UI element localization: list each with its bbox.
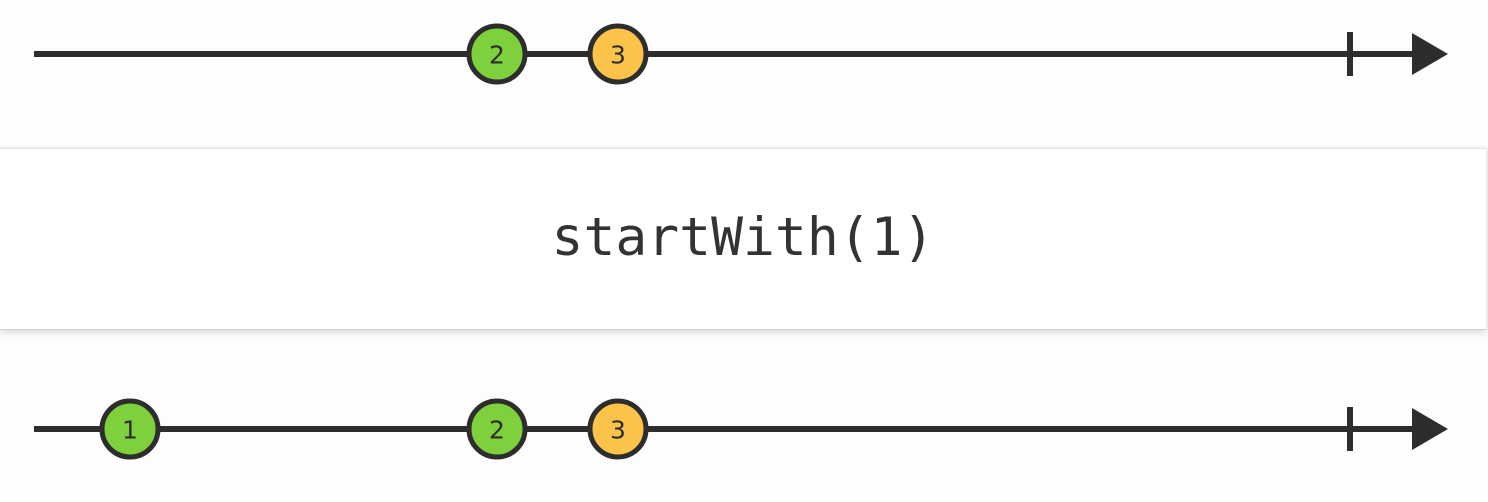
input-arrowhead-icon bbox=[1412, 33, 1448, 75]
marble-value: 2 bbox=[489, 416, 505, 445]
marble-value: 3 bbox=[610, 416, 626, 445]
marble-value: 1 bbox=[122, 416, 138, 445]
marble-circle bbox=[466, 398, 528, 460]
marble-circle bbox=[587, 398, 649, 460]
marble-value: 3 bbox=[610, 41, 626, 70]
marble[interactable]: 3 bbox=[587, 23, 649, 85]
marble[interactable]: 1 bbox=[99, 398, 161, 460]
input-timeline: 2 3 bbox=[0, 0, 1488, 108]
output-timeline-canvas: 1 2 3 bbox=[34, 398, 1448, 460]
input-timeline-canvas: 2 3 bbox=[34, 23, 1448, 85]
output-marbles-group: 1 2 3 bbox=[99, 398, 649, 460]
output-arrowhead-icon bbox=[1412, 408, 1448, 450]
input-axis-group bbox=[34, 32, 1448, 76]
marble-circle bbox=[466, 23, 528, 85]
operator-label: startWith(1) bbox=[551, 206, 935, 268]
marble[interactable]: 2 bbox=[466, 398, 528, 460]
marble[interactable]: 3 bbox=[587, 398, 649, 460]
output-timeline: 1 2 3 bbox=[0, 375, 1488, 483]
operator-panel: startWith(1) bbox=[0, 148, 1487, 330]
marble-circle bbox=[587, 23, 649, 85]
marble-circle bbox=[99, 398, 161, 460]
marble[interactable]: 2 bbox=[466, 23, 528, 85]
marble-value: 2 bbox=[489, 41, 505, 70]
output-axis-group bbox=[34, 407, 1448, 451]
input-marbles-group: 2 3 bbox=[466, 23, 649, 85]
